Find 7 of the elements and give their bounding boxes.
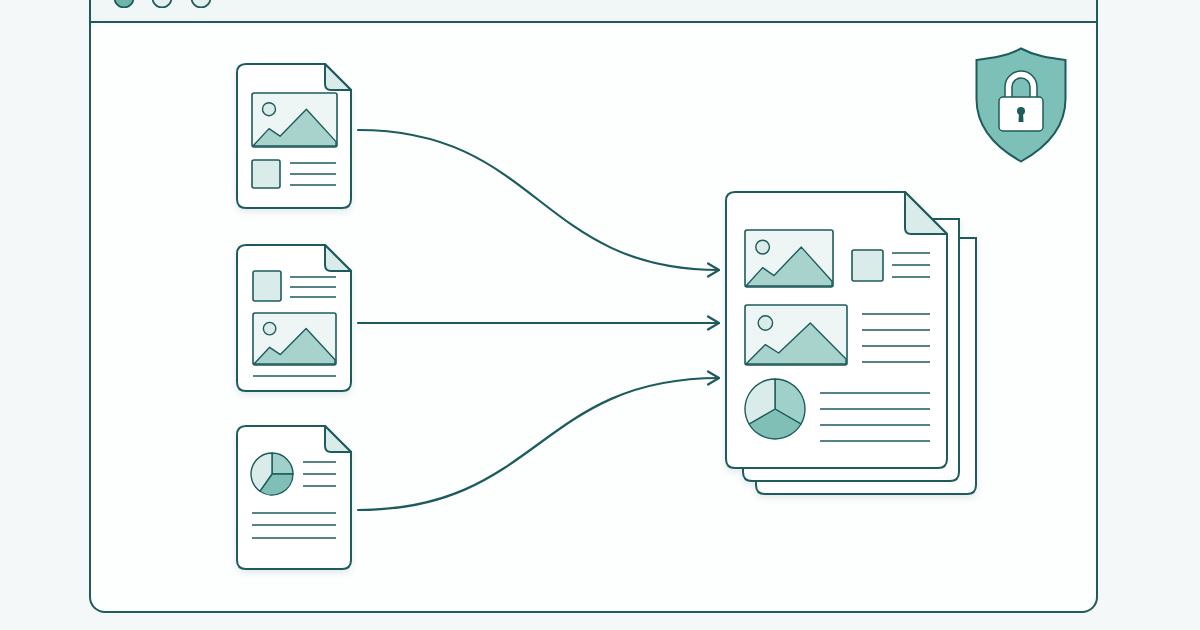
document-stack-icon (725, 191, 977, 496)
arrow (356, 315, 721, 331)
document-icon (236, 63, 352, 209)
arrow (356, 371, 721, 512)
document-icon (236, 244, 352, 392)
arrow (356, 128, 721, 277)
document-icon (236, 425, 352, 570)
